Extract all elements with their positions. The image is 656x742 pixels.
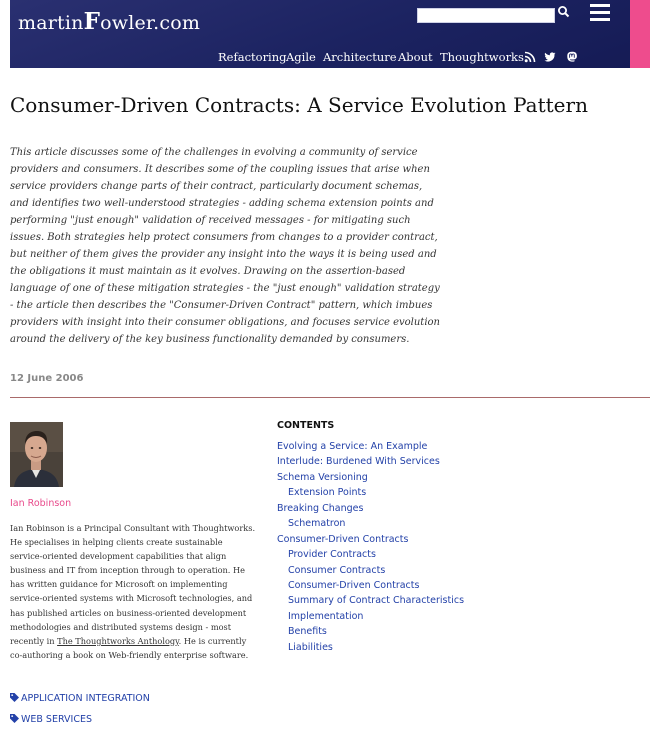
toc-item: Evolving a Service: An Example — [277, 439, 464, 454]
toc-link-provider-contracts[interactable]: Provider Contracts — [288, 549, 376, 561]
toc-link-schema-versioning[interactable]: Schema Versioning — [277, 471, 368, 483]
toc-link-evolving-a-service[interactable]: Evolving a Service: An Example — [277, 441, 428, 452]
rss-icon[interactable] — [524, 51, 536, 63]
toc-link-schematron[interactable]: Schematron — [288, 518, 346, 530]
tag-list: APPLICATION INTEGRATION WEB SERVICES — [10, 692, 150, 734]
site-logo[interactable]: martinFowler.com — [18, 8, 201, 35]
nav-item-about[interactable]: About — [398, 50, 433, 64]
toc-link-breaking-changes[interactable]: Breaking Changes — [277, 502, 364, 514]
toc-subitem: Extension Points — [277, 485, 464, 500]
toc-subitem: Consumer Contracts — [277, 563, 464, 578]
site-header: martinFowler.com Refactoring Agile Archi… — [10, 0, 630, 68]
toc-link-liabilities[interactable]: Liabilities — [288, 641, 333, 653]
contents-heading: CONTENTS — [277, 420, 335, 431]
nav-item-thoughtworks[interactable]: Thoughtworks — [440, 50, 524, 64]
header-accent-bar — [630, 0, 650, 68]
toc-link-extension-points[interactable]: Extension Points — [288, 487, 367, 499]
author-photo[interactable] — [10, 422, 63, 487]
toc-link-consumer-driven-contracts-sub[interactable]: Consumer-Driven Contracts — [288, 579, 420, 591]
toc-link-benefits[interactable]: Benefits — [288, 626, 327, 638]
tag-item: WEB SERVICES — [10, 713, 150, 734]
toc-subitem: Consumer-Driven Contracts — [277, 578, 464, 593]
search-icon[interactable] — [557, 5, 571, 19]
nav-item-refactoring[interactable]: Refactoring — [218, 50, 287, 64]
toc-subitem: Benefits — [277, 624, 464, 639]
toc-subitem: Summary of Contract Characteristics — [277, 593, 464, 608]
contents-list: Evolving a Service: An Example Interlude… — [277, 439, 464, 655]
nav-item-architecture[interactable]: Architecture — [323, 50, 397, 64]
author-bio: Ian Robinson is a Principal Consultant w… — [10, 523, 256, 660]
toc-subitem: Implementation — [277, 609, 464, 624]
tag-item: APPLICATION INTEGRATION — [10, 692, 150, 713]
toc-subitem: Schematron — [277, 516, 464, 531]
toc-link-implementation[interactable]: Implementation — [288, 610, 364, 622]
anthology-link[interactable]: The Thoughtworks Anthology — [57, 635, 179, 646]
search-input[interactable] — [417, 8, 555, 23]
author-name-link[interactable]: Ian Robinson — [10, 498, 72, 509]
tag-link-web-services[interactable]: WEB SERVICES — [21, 714, 93, 725]
toc-link-interlude[interactable]: Interlude: Burdened With Services — [277, 456, 440, 468]
tag-icon — [10, 714, 19, 723]
section-divider — [10, 397, 650, 398]
article-abstract: This article discusses some of the chall… — [10, 147, 440, 345]
toc-item: Interlude: Burdened With Services — [277, 454, 464, 469]
article-title: Consumer-Driven Contracts: A Service Evo… — [10, 93, 588, 117]
toc-item: Consumer-Driven Contracts — [277, 532, 464, 547]
twitter-icon[interactable] — [544, 51, 556, 63]
toc-subitem: Liabilities — [277, 640, 464, 655]
toc-link-consumer-contracts[interactable]: Consumer Contracts — [288, 564, 386, 576]
mastodon-icon[interactable] — [566, 51, 578, 63]
toc-item: Breaking Changes — [277, 501, 464, 516]
publish-date: 12 June 2006 — [10, 373, 84, 384]
tag-link-application-integration[interactable]: APPLICATION INTEGRATION — [21, 693, 150, 704]
toc-item: Schema Versioning — [277, 470, 464, 485]
nav-item-agile[interactable]: Agile — [286, 50, 316, 64]
toc-link-summary[interactable]: Summary of Contract Characteristics — [288, 595, 465, 607]
toc-link-consumer-driven-contracts[interactable]: Consumer-Driven Contracts — [277, 533, 409, 545]
tag-icon — [10, 693, 19, 702]
main-nav: Refactoring Agile Architecture About Tho… — [10, 50, 630, 66]
menu-icon[interactable] — [590, 4, 610, 22]
toc-subitem: Provider Contracts — [277, 547, 464, 562]
